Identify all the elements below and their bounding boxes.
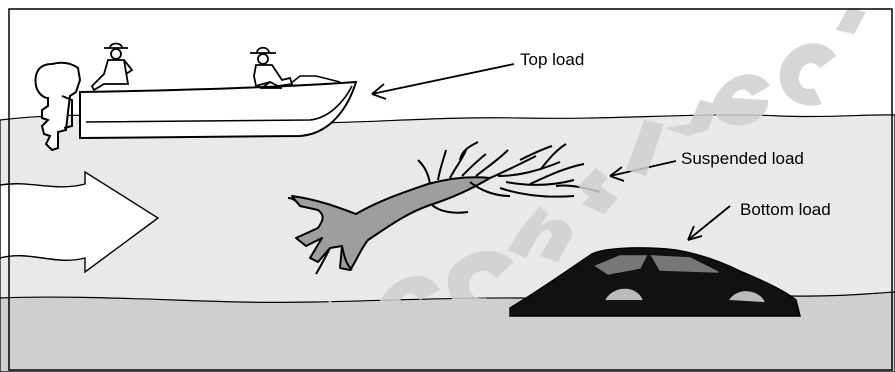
bottom-load-label: Bottom load [740,200,831,220]
top-load-label: Top load [520,50,584,70]
suspended-load-label: Suspended load [681,149,804,169]
